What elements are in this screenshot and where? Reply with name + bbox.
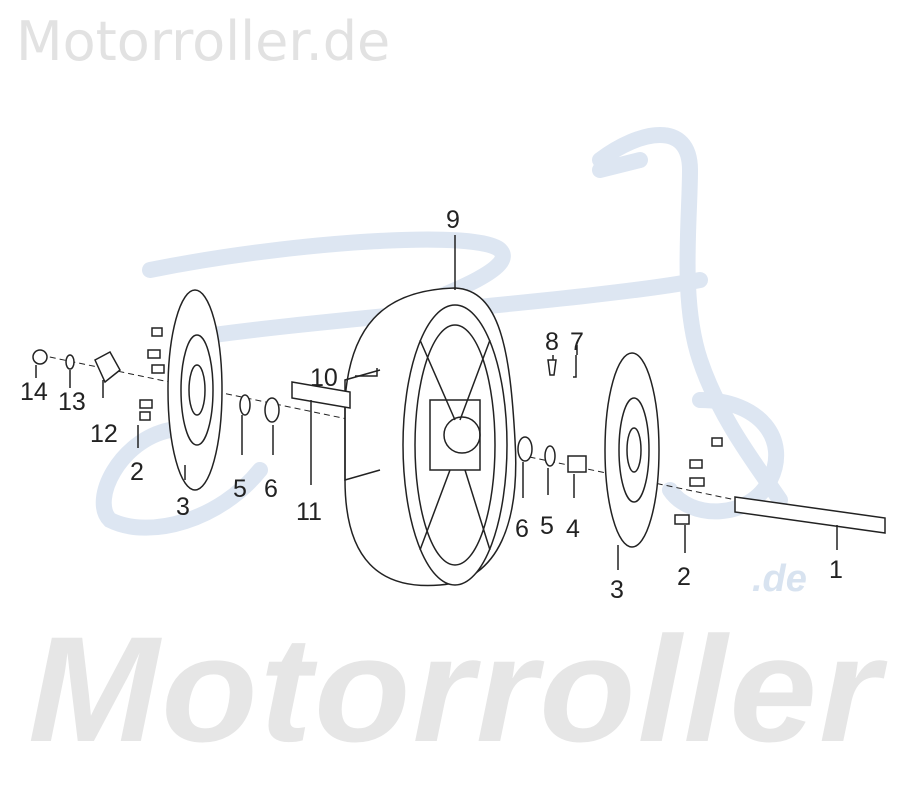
callout-5-right: 5: [540, 512, 554, 540]
callout-5-left: 5: [233, 475, 247, 503]
oil-seal-left: [239, 394, 251, 416]
callout-3-left: 3: [176, 493, 190, 521]
callout-4: 4: [566, 515, 580, 543]
watermark-bottom: Motorroller: [28, 605, 883, 773]
collar: [567, 455, 587, 473]
washer: [65, 354, 75, 370]
callout-11: 11: [296, 498, 322, 526]
oil-seal-right: [544, 445, 556, 467]
callout-8: 8: [545, 328, 559, 356]
watermark-top: Motorroller.de: [16, 10, 391, 73]
callout-13: 13: [58, 388, 86, 416]
valve-cap: [573, 355, 577, 378]
brake-disc-right: [604, 352, 660, 548]
callout-6-right: 6: [515, 515, 529, 543]
callout-3-right: 3: [610, 576, 624, 604]
tire: [344, 287, 517, 587]
valve: [547, 359, 557, 376]
bearing-right: [517, 436, 533, 462]
callout-10: 10: [310, 364, 338, 392]
callout-14: 14: [20, 378, 48, 406]
brake-disc-left: [167, 289, 223, 491]
callout-7: 7: [570, 328, 584, 356]
callout-2-right: 2: [677, 563, 691, 591]
axle-nut: [32, 349, 48, 365]
watermark-bottom-suffix: .de: [752, 558, 807, 600]
callout-1: 1: [829, 556, 843, 584]
callout-9: 9: [446, 206, 460, 234]
bolts: [139, 327, 723, 525]
spacer-tube: [291, 381, 351, 409]
callout-12: 12: [90, 420, 118, 448]
speedometer-drive: [94, 350, 121, 384]
callout-6-left: 6: [264, 475, 278, 503]
callout-2-left: 2: [130, 458, 144, 486]
bearing-left: [264, 397, 280, 423]
axle: [734, 496, 886, 534]
